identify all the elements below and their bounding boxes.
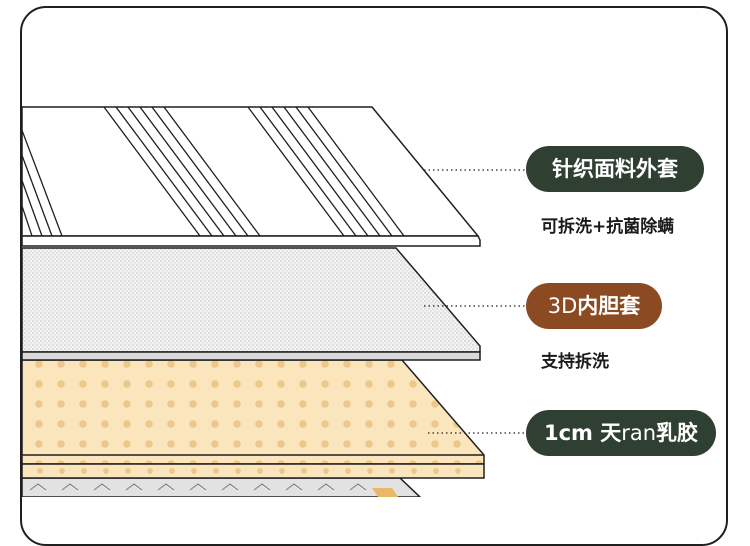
knit-label-subtitle: 可拆洗+抗菌除螨 [541, 217, 675, 237]
bottom-base-layer [21, 477, 422, 497]
inner-label-title: 内胆套 [577, 294, 641, 318]
inner-label-pill: 3D内胆套 [526, 283, 662, 329]
leader-lines [424, 169, 526, 434]
latex-label-pill: 1cm 天ran乳胶 [526, 410, 716, 456]
latex-label-title: 乳胶 [656, 421, 699, 445]
knit-fabric-layer [21, 106, 481, 247]
latex-label-mid: ran [621, 421, 657, 445]
inner-label-prefix: 3D [547, 294, 578, 318]
knit-label-pill: 针织面料外套 [526, 146, 704, 192]
latex-layer [21, 359, 485, 479]
inner-label-subtitle: 支持拆洗 [541, 352, 609, 372]
knit-label-title: 针织面料外套 [552, 157, 678, 181]
latex-label-prefix: 1cm 天 [543, 421, 622, 445]
inner-mesh-layer [21, 247, 481, 361]
mattress-layers-illustration [21, 106, 526, 497]
